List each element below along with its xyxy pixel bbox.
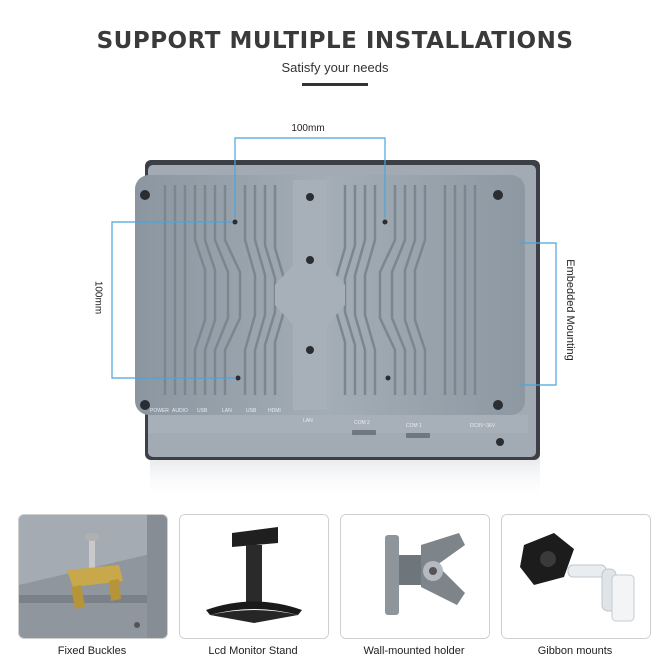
panel-pc-rear-view: POWER AUDIO USB LAN USB HDMI LAN COM 2 C… [111,137,557,500]
mount-label-gibbon: Gibbon mounts [537,645,613,657]
dimension-top-label: 100mm [291,123,325,134]
mount-card-fixed-buckles[interactable] [18,514,168,639]
gibbon-mount-icon [502,515,650,638]
svg-text:LAN: LAN [222,408,232,414]
svg-text:COM 2: COM 2 [354,420,370,426]
svg-text:USB: USB [197,408,208,414]
dimension-lines [111,137,557,386]
port-panel [148,415,528,433]
port-connectors [352,430,430,438]
heatsink-fins-right [333,185,477,395]
svg-text:USB: USB [246,408,257,414]
embedded-mounting-label: Embedded Mounting [564,259,576,361]
monitor-stand-icon [180,515,328,638]
fixed-buckle-icon [19,515,167,638]
svg-text:DC9V~36V: DC9V~36V [470,423,496,429]
mount-label-monitor-stand: Lcd Monitor Stand [208,645,298,657]
page-title: SUPPORT MULTIPLE INSTALLATIONS [96,28,574,54]
title-underline [302,83,368,86]
mount-label-wall-mounted: Wall-mounted holder [363,645,465,657]
svg-text:POWER: POWER [150,408,169,414]
svg-text:COM 1: COM 1 [406,423,422,429]
svg-text:AUDIO: AUDIO [172,408,188,414]
page-subtitle: Satisfy your needs [281,60,389,75]
center-spine [275,180,345,410]
svg-text:HDMI: HDMI [268,408,281,414]
svg-text:LAN: LAN [303,418,313,424]
dimension-left-label: 100mm [92,280,104,315]
wall-mount-icon [341,515,489,638]
mount-card-monitor-stand[interactable] [179,514,329,639]
mount-card-wall-mounted[interactable] [340,514,490,639]
reflection [150,455,540,500]
mounting-holes [140,190,504,446]
mount-label-fixed-buckles: Fixed Buckles [57,645,127,657]
mount-card-gibbon[interactable] [501,514,651,639]
port-labels: POWER AUDIO USB LAN USB HDMI LAN COM 2 C… [150,408,496,429]
